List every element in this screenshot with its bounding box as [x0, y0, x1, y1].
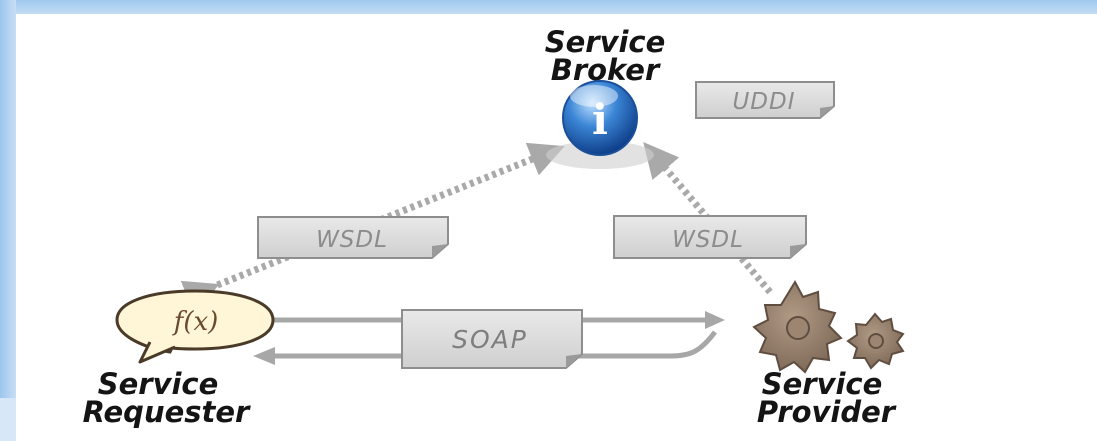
- info-icon: i: [546, 80, 654, 169]
- soap-label: SOAP: [452, 325, 528, 354]
- wsdl-document-right: WSDL: [613, 215, 807, 259]
- requester-label-line2: Requester: [83, 395, 251, 429]
- service-broker: Service Broker i: [545, 25, 666, 169]
- function-speech-bubble-icon: f(x): [115, 289, 275, 364]
- fx-text: f(x): [172, 307, 219, 337]
- soap-flow-response: [275, 330, 717, 359]
- provider-label-line2: Provider: [757, 395, 897, 429]
- wsdl-document-left: WSDL: [257, 216, 449, 259]
- uddi-document: UDDI: [695, 81, 835, 119]
- wsdl-right-label: WSDL: [672, 227, 744, 253]
- gears-icon: [752, 279, 905, 374]
- info-glyph: i: [592, 95, 608, 144]
- service-provider: Service Provider: [752, 279, 905, 429]
- soap-document: SOAP: [401, 309, 583, 369]
- top-frame-band: [0, 0, 1097, 14]
- wsdl-left-label: WSDL: [316, 227, 388, 253]
- soap-flow-request-arrowhead: [705, 311, 725, 329]
- requester-label-line1: Service: [98, 367, 219, 401]
- left-frame-band: [0, 0, 16, 441]
- provider-label-line1: Service: [762, 367, 883, 401]
- service-requester: f(x) Service Requester: [83, 289, 275, 429]
- uddi-label: UDDI: [732, 89, 795, 115]
- broker-label-line1: Service: [545, 25, 666, 59]
- wsdl-flow-right: [643, 141, 773, 295]
- left-frame-base: [0, 398, 16, 441]
- soap-flow-response-arrowhead: [253, 347, 275, 365]
